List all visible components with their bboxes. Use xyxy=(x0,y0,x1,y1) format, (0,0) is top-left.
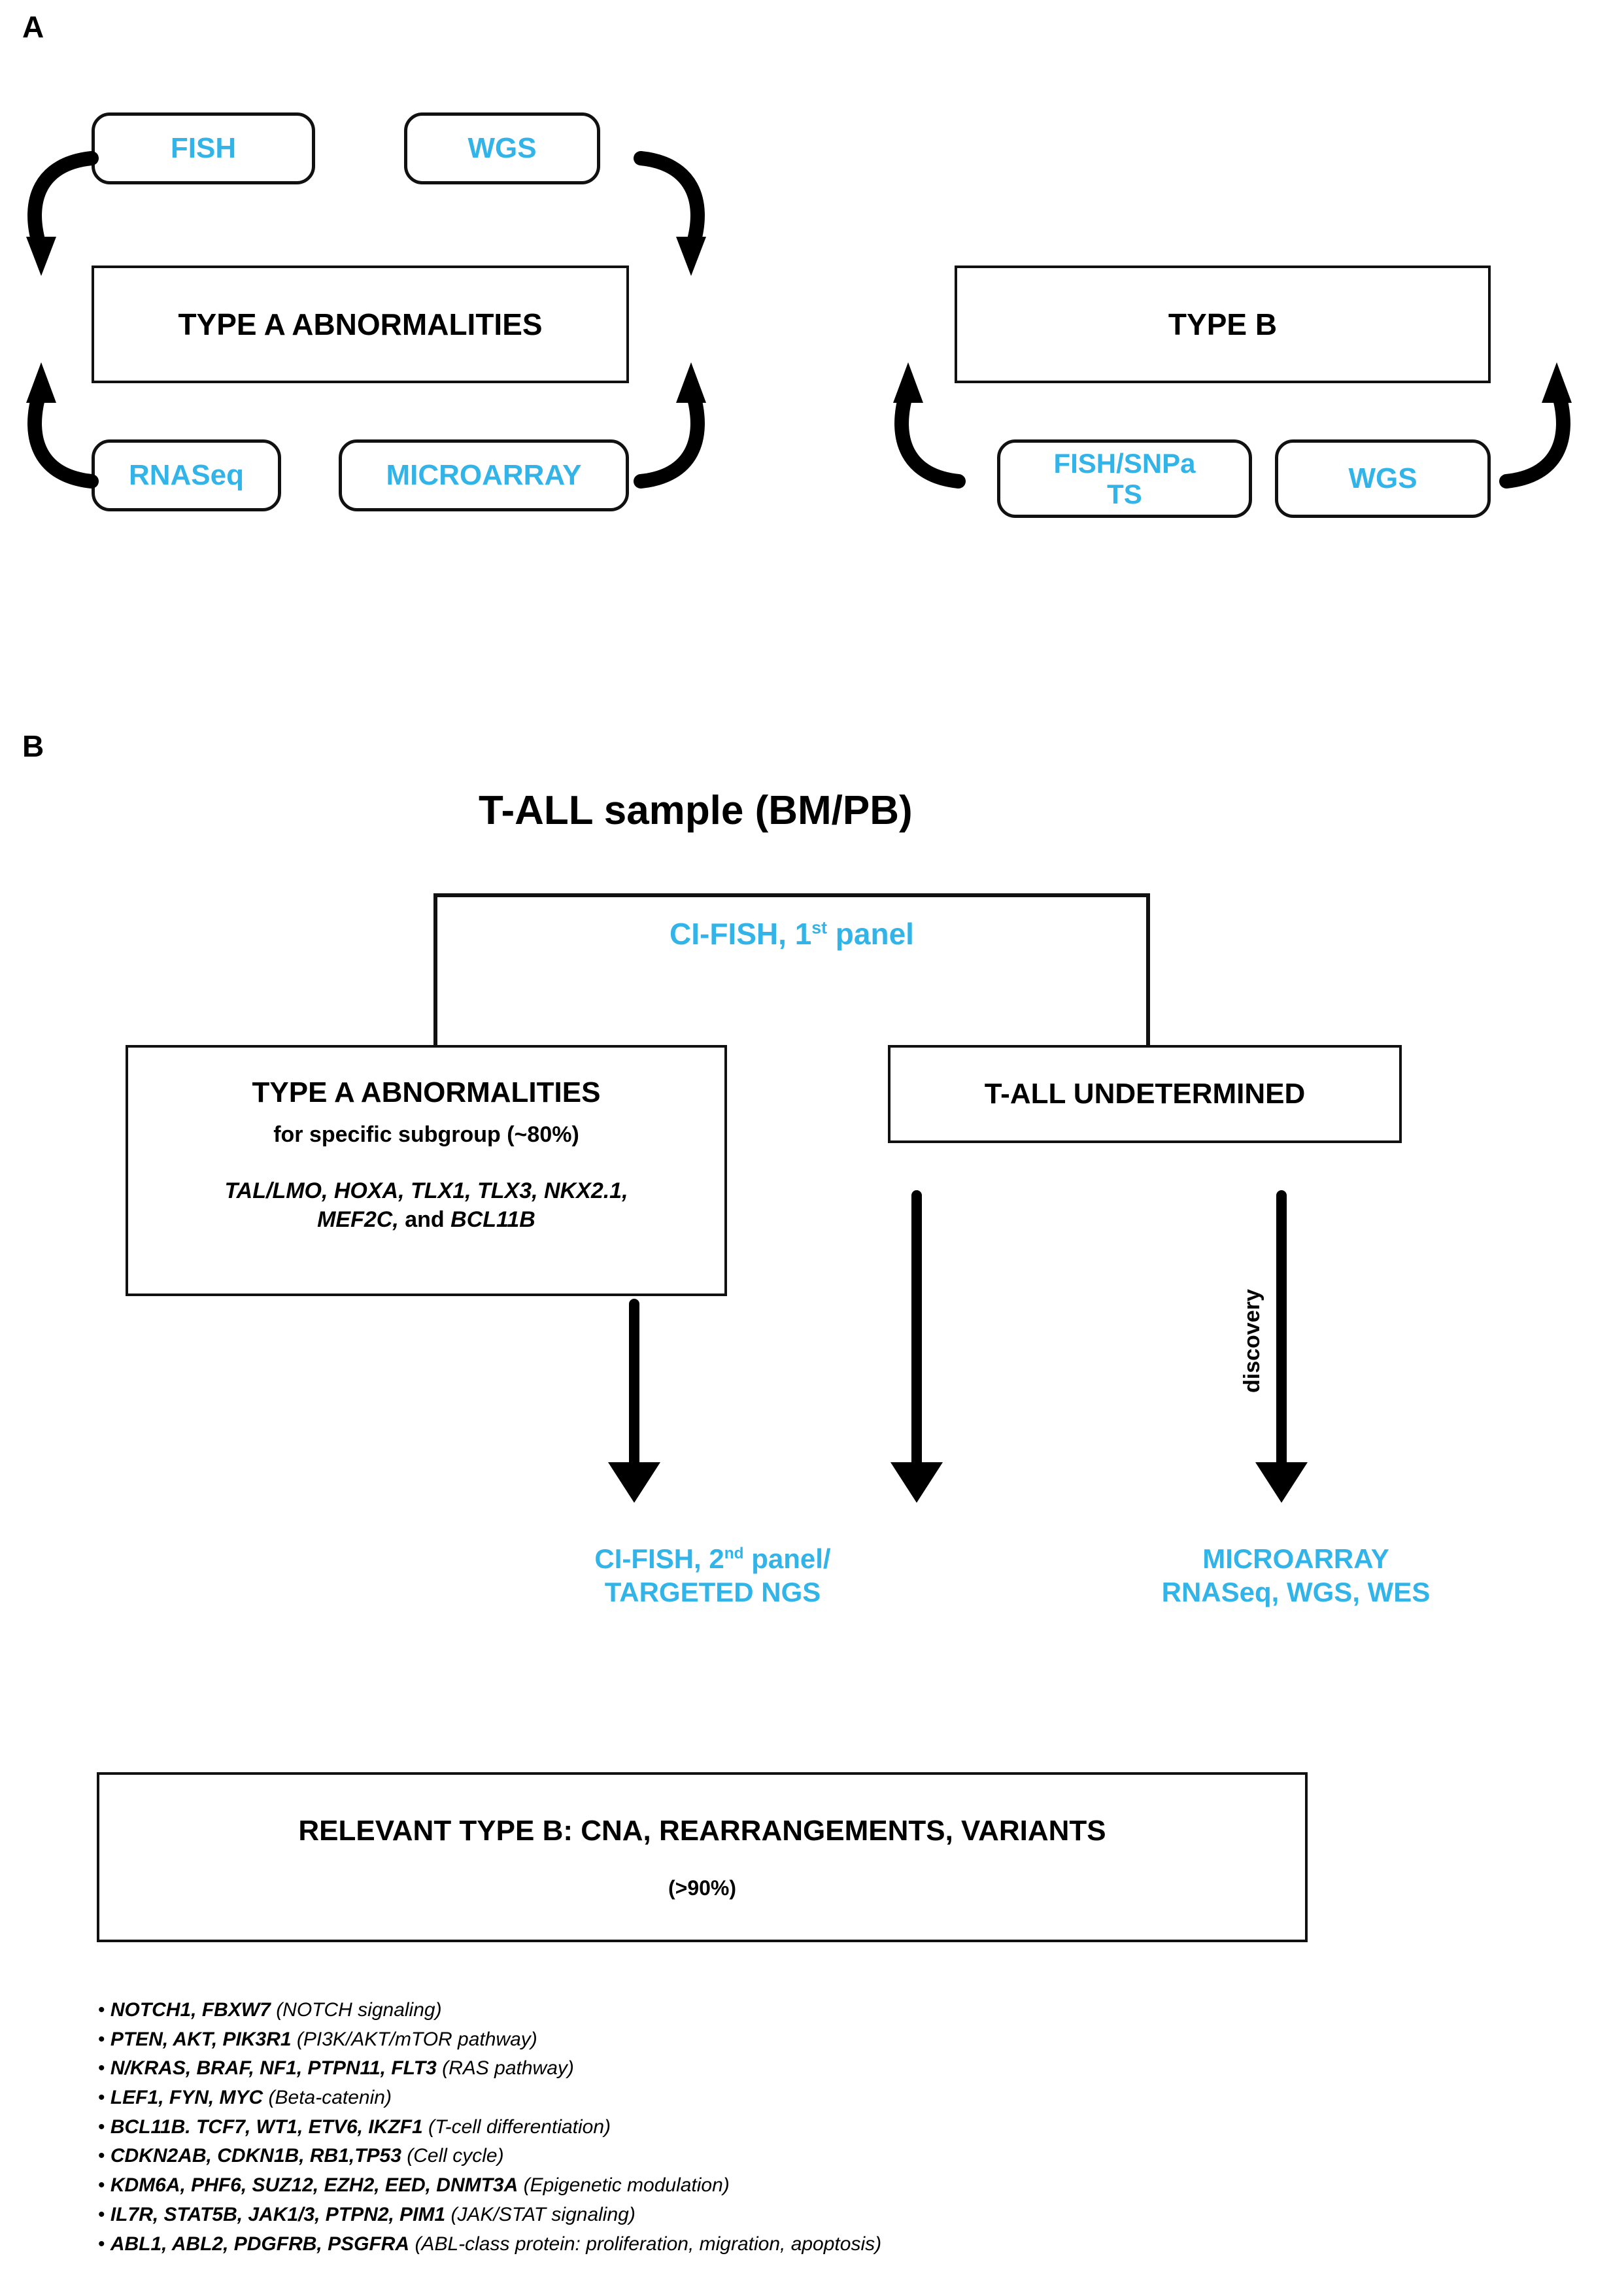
type-a-abnormalities-box-panel-b: TYPE A ABNORMALITIES for specific subgro… xyxy=(126,1045,727,1296)
gene-bullet-list: • NOTCH1, FBXW7 (NOTCH signaling)• PTEN,… xyxy=(98,1996,881,2259)
type-a-gene-line-2b: BCL11B xyxy=(450,1207,535,1233)
bullet-genes: LEF1, FYN, MYC xyxy=(110,2087,263,2109)
type-a-abnormalities-panel-b-title: TYPE A ABNORMALITIES xyxy=(252,1076,601,1108)
bullet-marker: • xyxy=(98,2087,110,2109)
bullet-marker: • xyxy=(98,2174,110,2197)
gene-bullet-row: • PTEN, AKT, PIK3R1 (PI3K/AKT/mTOR pathw… xyxy=(98,2025,881,2055)
relevant-type-b-box: RELEVANT TYPE B: CNA, REARRANGEMENTS, VA… xyxy=(97,1772,1308,1942)
method-box-microarray[interactable]: MICROARRAY xyxy=(339,439,629,511)
type-a-abnormalities-subtitle: for specific subgroup (~80%) xyxy=(273,1122,579,1147)
t-all-undetermined-box: T-ALL UNDETERMINED xyxy=(888,1045,1402,1143)
caption-right-line2: RNASeq, WGS, WES xyxy=(1161,1577,1431,1608)
curved-arrow-fishsnpa-to-typeb xyxy=(881,357,973,488)
bracket-horizontal xyxy=(433,893,1150,897)
down-arrow-discovery xyxy=(1255,1190,1308,1503)
method-box-wgs-typeb[interactable]: WGS xyxy=(1275,439,1491,518)
bullet-pathway: (Cell cycle) xyxy=(401,2145,504,2167)
bullet-marker: • xyxy=(98,2145,110,2167)
bullet-pathway: (Beta-catenin) xyxy=(263,2087,392,2109)
bullet-genes: PTEN, AKT, PIK3R1 xyxy=(110,2028,292,2050)
bullet-marker: • xyxy=(98,2233,110,2255)
gene-bullet-row: • BCL11B. TCF7, WT1, ETV6, IKZF1 (T-cell… xyxy=(98,2113,881,2142)
bullet-genes: KDM6A, PHF6, SUZ12, EZH2, EED, DNMT3A xyxy=(110,2174,518,2197)
gene-bullet-row: • NOTCH1, FBXW7 (NOTCH signaling) xyxy=(98,1996,881,2025)
method-box-rnaseq-label: RNASeq xyxy=(128,459,245,492)
type-a-abnormalities-box-panel-a: TYPE A ABNORMALITIES xyxy=(92,266,629,383)
type-a-gene-line-2a: MEF2C, xyxy=(317,1207,399,1233)
bullet-pathway: (ABL-class protein: proliferation, migra… xyxy=(409,2233,882,2255)
method-box-fish-snpa-line1: FISH/SNPa xyxy=(1053,447,1196,479)
bullet-pathway: (NOTCH signaling) xyxy=(270,1999,442,2021)
panel-b-title: T-ALL sample (BM/PB) xyxy=(479,788,913,833)
relevant-type-b-title: RELEVANT TYPE B: CNA, REARRANGEMENTS, VA… xyxy=(298,1814,1106,1847)
type-a-abnormalities-title: TYPE A ABNORMALITIES xyxy=(178,307,543,341)
method-box-wgs-top[interactable]: WGS xyxy=(404,112,600,184)
type-a-gene-line-1: TAL/LMO, HOXA, TLX1, TLX3, NKX2.1, xyxy=(224,1178,628,1203)
ci-fish-first-panel-label: CI-FISH, 1st panel xyxy=(433,916,1150,952)
bullet-pathway: (PI3K/AKT/mTOR pathway) xyxy=(291,2028,537,2050)
caption-left-line2: TARGETED NGS xyxy=(604,1577,821,1608)
panel-letter-a: A xyxy=(22,10,44,44)
caption-ci-fish-second-panel: CI-FISH, 2nd panel/ TARGETED NGS xyxy=(530,1542,896,1609)
t-all-undetermined-title: T-ALL UNDETERMINED xyxy=(984,1078,1306,1110)
type-a-gene-line-2-and: and xyxy=(398,1207,451,1233)
bullet-pathway: (Epigenetic modulation) xyxy=(518,2174,730,2197)
gene-bullet-row: • N/KRAS, BRAF, NF1, PTPN11, FLT3 (RAS p… xyxy=(98,2054,881,2083)
bullet-marker: • xyxy=(98,1999,110,2021)
ci-fish-first-panel-text: CI-FISH, 1 xyxy=(670,917,812,951)
bullet-genes: IL7R, STAT5B, JAK1/3, PTPN2, PIM1 xyxy=(110,2203,446,2225)
bullet-marker: • xyxy=(98,2057,110,2080)
bullet-marker: • xyxy=(98,2203,110,2225)
down-arrow-type-a xyxy=(608,1299,660,1503)
bullet-genes: N/KRAS, BRAF, NF1, PTPN11, FLT3 xyxy=(110,2057,437,2080)
method-box-microarray-label: MICROARRAY xyxy=(386,459,582,492)
bullet-pathway: (T-cell differentiation) xyxy=(422,2116,611,2138)
bullet-genes: BCL11B. TCF7, WT1, ETV6, IKZF1 xyxy=(110,2116,423,2138)
bullet-marker: • xyxy=(98,2028,110,2050)
discovery-label: discovery xyxy=(1240,1289,1264,1393)
caption-left-line1-post: panel/ xyxy=(743,1543,831,1574)
method-box-fish[interactable]: FISH xyxy=(92,112,315,184)
caption-left-line1-sup: nd xyxy=(724,1545,744,1562)
ci-fish-first-panel-tail: panel xyxy=(827,917,914,951)
curved-arrow-microarray-to-typea xyxy=(626,357,718,488)
bullet-genes: CDKN2AB, CDKN1B, RB1,TP53 xyxy=(110,2145,401,2167)
bullet-marker: • xyxy=(98,2116,110,2138)
gene-bullet-row: • IL7R, STAT5B, JAK1/3, PTPN2, PIM1 (JAK… xyxy=(98,2201,881,2230)
method-box-wgs-typeb-label: WGS xyxy=(1348,462,1417,495)
bracket-right-drop xyxy=(1146,893,1150,1048)
gene-bullet-row: • KDM6A, PHF6, SUZ12, EZH2, EED, DNMT3A … xyxy=(98,2171,881,2201)
bullet-genes: ABL1, ABL2, PDGFRB, PSGFRA xyxy=(110,2233,410,2255)
method-box-wgs-top-label: WGS xyxy=(467,132,537,165)
method-box-fish-label: FISH xyxy=(170,132,237,165)
curved-arrow-fish-to-typea xyxy=(14,151,106,279)
caption-microarray-rnaseq: MICROARRAY RNASeq, WGS, WES xyxy=(1100,1542,1492,1609)
method-box-fish-snpa-line2: TS xyxy=(1107,479,1142,509)
method-box-rnaseq[interactable]: RNASeq xyxy=(92,439,281,511)
bullet-pathway: (RAS pathway) xyxy=(436,2057,574,2080)
caption-left-line1-pre: CI-FISH, 2 xyxy=(594,1543,724,1574)
type-b-box-panel-a: TYPE B xyxy=(955,266,1491,383)
curved-arrow-rnaseq-to-typea xyxy=(14,357,106,488)
bullet-pathway: (JAK/STAT signaling) xyxy=(445,2203,636,2225)
method-box-fish-snpa-ts[interactable]: FISH/SNPa TS xyxy=(997,439,1252,518)
type-b-title: TYPE B xyxy=(1168,307,1278,341)
bracket-left-drop xyxy=(433,893,437,1048)
panel-letter-b: B xyxy=(22,729,44,763)
bullet-genes: NOTCH1, FBXW7 xyxy=(110,1999,271,2021)
curved-arrow-wgs-to-typeb xyxy=(1492,357,1590,488)
caption-right-line1: MICROARRAY xyxy=(1202,1543,1389,1574)
curved-arrow-wgs-to-typea xyxy=(626,151,718,279)
relevant-type-b-percent: (>90%) xyxy=(668,1876,737,1900)
gene-bullet-row: • ABL1, ABL2, PDGFRB, PSGFRA (ABL-class … xyxy=(98,2230,881,2259)
down-arrow-undetermined-targeted xyxy=(890,1190,943,1503)
ci-fish-first-panel-sup: st xyxy=(811,917,828,938)
gene-bullet-row: • CDKN2AB, CDKN1B, RB1,TP53 (Cell cycle) xyxy=(98,2142,881,2171)
gene-bullet-row: • LEF1, FYN, MYC (Beta-catenin) xyxy=(98,2083,881,2113)
